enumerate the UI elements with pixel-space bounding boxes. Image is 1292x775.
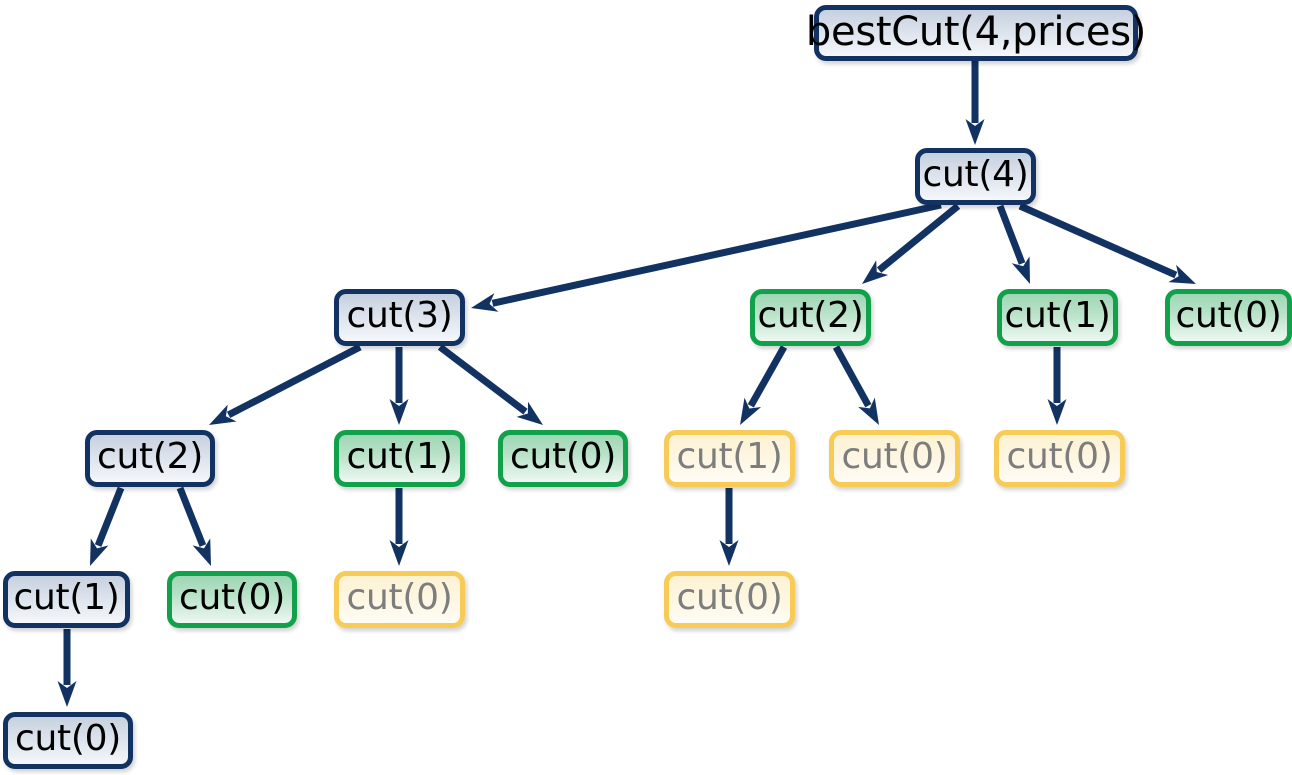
node-n2-blue[interactable]: cut(3): [334, 289, 465, 346]
node-n8-green[interactable]: cut(0): [498, 430, 628, 487]
arrowhead-icon: [57, 681, 77, 707]
edge-n1-to-n2: [471, 201, 942, 312]
arrowhead-icon: [209, 404, 237, 425]
node-n9-yellow[interactable]: cut(1): [664, 430, 795, 487]
edge-n2-to-n6: [209, 343, 362, 425]
edge-n0-to-n1: [965, 61, 985, 145]
node-label: cut(0): [346, 577, 453, 618]
node-label: cut(2): [97, 436, 203, 477]
node-label: cut(2): [757, 295, 864, 336]
arrowhead-icon: [389, 540, 409, 566]
edge-n1-to-n4: [996, 204, 1030, 284]
node-label: cut(0): [510, 436, 616, 477]
arrowhead-icon: [965, 119, 985, 145]
node-n14-yellow[interactable]: cut(0): [334, 571, 465, 628]
node-label: bestCut(4,prices): [805, 8, 1147, 55]
node-label: cut(1): [1004, 295, 1111, 336]
edge-n3-to-n9: [740, 345, 788, 425]
arrowhead-icon: [1047, 399, 1067, 425]
edge-n1-to-n3: [862, 203, 961, 284]
edge-n7-to-n14: [389, 488, 409, 566]
node-n3-green[interactable]: cut(2): [750, 289, 871, 346]
arrowhead-icon: [1168, 264, 1196, 284]
node-n16-blue[interactable]: cut(0): [3, 712, 133, 769]
edge-n4-to-n11: [1047, 347, 1067, 425]
edge-n2-to-n8: [437, 344, 543, 425]
arrowhead-icon: [858, 397, 879, 425]
node-n6-blue[interactable]: cut(2): [85, 430, 215, 487]
edge-n9-to-n15: [719, 488, 739, 566]
node-n11-yellow[interactable]: cut(0): [994, 430, 1125, 487]
node-n7-green[interactable]: cut(1): [334, 430, 465, 487]
arrowhead-icon: [192, 538, 211, 566]
node-label: cut(0): [179, 577, 285, 618]
edge-n1-to-n5: [1018, 202, 1196, 284]
arrowhead-icon: [1011, 256, 1030, 284]
node-label: cut(0): [841, 436, 948, 477]
node-label: cut(1): [676, 436, 783, 477]
edge-n2-to-n7: [389, 347, 409, 425]
node-label: cut(4): [922, 154, 1029, 195]
edge-n3-to-n10: [832, 345, 879, 425]
edge-n12-to-n16: [57, 629, 77, 707]
node-label: cut(0): [676, 577, 783, 618]
arrowhead-icon: [740, 397, 762, 425]
edge-n6-to-n12: [90, 486, 125, 566]
node-n12-blue[interactable]: cut(1): [3, 571, 130, 628]
node-n13-green[interactable]: cut(0): [167, 571, 297, 628]
node-n10-yellow[interactable]: cut(0): [829, 430, 960, 487]
arrowhead-icon: [471, 293, 499, 312]
edge-n6-to-n13: [176, 486, 211, 566]
node-label: cut(0): [1175, 295, 1282, 336]
arrowhead-icon: [516, 401, 543, 425]
node-n4-green[interactable]: cut(1): [997, 289, 1118, 346]
arrowhead-icon: [90, 538, 109, 566]
node-n5-green[interactable]: cut(0): [1165, 289, 1292, 346]
node-label: cut(0): [15, 718, 121, 759]
node-label: cut(3): [346, 295, 453, 336]
node-label: cut(1): [346, 436, 453, 477]
node-n15-yellow[interactable]: cut(0): [664, 571, 795, 628]
arrowhead-icon: [719, 540, 739, 566]
node-label: cut(0): [1006, 436, 1113, 477]
node-n1-blue[interactable]: cut(4): [915, 148, 1036, 205]
arrowhead-icon: [862, 260, 889, 284]
node-label: cut(1): [13, 577, 120, 618]
arrowhead-icon: [389, 399, 409, 425]
node-n0-blue[interactable]: bestCut(4,prices): [806, 5, 1146, 61]
